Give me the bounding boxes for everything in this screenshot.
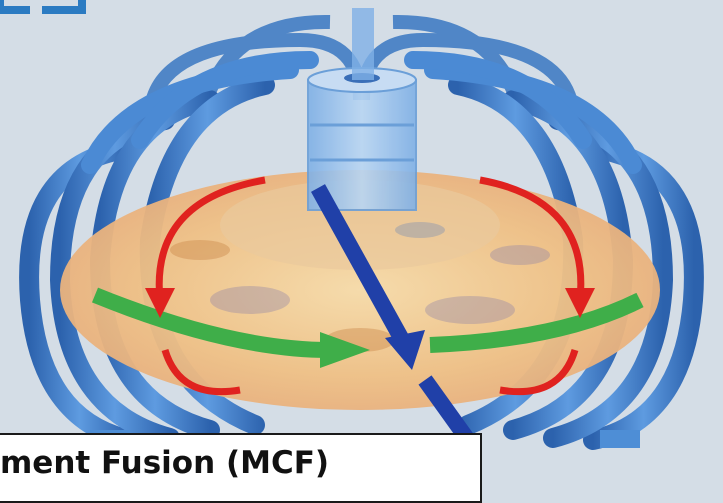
caption-text: ment Fusion (MCF) <box>0 445 329 481</box>
tokamak-illustration <box>0 0 723 481</box>
caption-box: ment Fusion (MCF) <box>0 433 482 503</box>
logo-fragment <box>0 0 102 18</box>
